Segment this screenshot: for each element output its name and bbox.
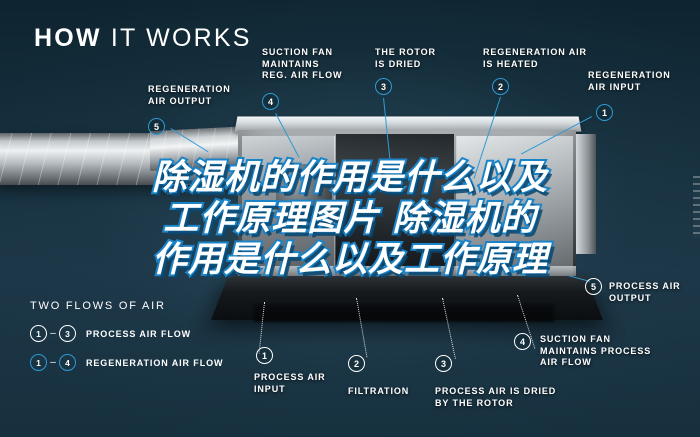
overlay-line-1: 除湿机的作用是什么以及 <box>150 156 549 200</box>
legend-label-regeneration-air-flow: REGENERATION AIR FLOW <box>86 357 224 368</box>
unit-front-face <box>238 130 700 280</box>
legend-marker-to-3: 3 <box>59 325 76 342</box>
label-suction-fan-regeneration: SUCTION FAN MAINTAINS REG. AIR FLOW <box>262 47 343 80</box>
filter-vents <box>693 176 700 238</box>
unit-front-edge <box>238 266 576 278</box>
marker-suction-fan-process[interactable]: 4 <box>514 333 531 350</box>
marker-regeneration-air-input[interactable]: 1 <box>596 104 613 121</box>
label-regeneration-air-heated: REGENERATION AIR IS HEATED <box>483 47 587 69</box>
label-filtration: FILTRATION <box>348 386 410 396</box>
duct-right-stub <box>576 134 596 254</box>
marker-suction-fan-regeneration[interactable]: 4 <box>262 93 279 110</box>
legend-marker-from-1b: 1 <box>30 354 47 371</box>
marker-rotor-is-dried[interactable]: 3 <box>375 78 392 95</box>
label-rotor-is-dried: THE ROTOR IS DRIED <box>375 47 436 69</box>
marker-process-air-input[interactable]: 1 <box>256 347 273 364</box>
page-title: HOW IT WORKS <box>34 24 252 53</box>
legend-row-regeneration-air-flow: 1 – 4 REGENERATION AIR FLOW <box>30 354 223 371</box>
legend-marker-from-1: 1 <box>30 325 47 342</box>
unit-shadow <box>254 304 554 322</box>
label-suction-fan-process: SUCTION FAN MAINTAINS PROCESS AIR FLOW <box>540 334 652 367</box>
overlay-line-2: 工作原理图片 除湿机的 <box>161 197 537 241</box>
label-process-air-input: PROCESS AIR INPUT <box>254 372 326 394</box>
label-regeneration-air-input: REGENERATION AIR INPUT <box>588 70 671 92</box>
legend-dash-2: – <box>50 357 56 368</box>
unit-panel-left <box>242 136 335 276</box>
title-bold: HOW <box>34 24 102 52</box>
label-process-air-dried: PROCESS AIR IS DRIED BY THE ROTOR <box>435 386 557 408</box>
fan-wheel-icon <box>276 164 332 228</box>
legend-marker-to-4: 4 <box>59 354 76 371</box>
marker-filtration[interactable]: 2 <box>348 355 365 372</box>
legend-dash-1: – <box>50 328 56 339</box>
chinese-headline-overlay: 除湿机的作用是什么以及 工作原理图片 除湿机的 作用是什么以及工作原理 <box>0 156 700 282</box>
marker-regeneration-air-heated[interactable]: 2 <box>492 78 509 95</box>
legend-heading: TWO FLOWS OF AIR <box>30 300 166 312</box>
marker-regeneration-air-output[interactable]: 5 <box>148 118 165 135</box>
legend-row-process-air-flow: 1 – 3 PROCESS AIR FLOW <box>30 325 223 342</box>
label-regeneration-air-output: REGENERATION AIR OUTPUT <box>148 84 231 106</box>
label-process-air-output: PROCESS AIR OUTPUT <box>609 281 681 303</box>
legend-label-process-air-flow: PROCESS AIR FLOW <box>86 328 192 339</box>
title-light: IT WORKS <box>110 24 252 52</box>
overlay-line-3: 作用是什么以及工作原理 <box>150 238 549 282</box>
marker-process-air-output[interactable]: 5 <box>585 278 602 295</box>
marker-process-air-dried[interactable]: 3 <box>435 355 452 372</box>
legend: TWO FLOWS OF AIR 1 – 3 PROCESS AIR FLOW … <box>30 300 223 383</box>
unit-panel-right <box>456 136 700 276</box>
dehumidifier-unit <box>211 116 700 331</box>
